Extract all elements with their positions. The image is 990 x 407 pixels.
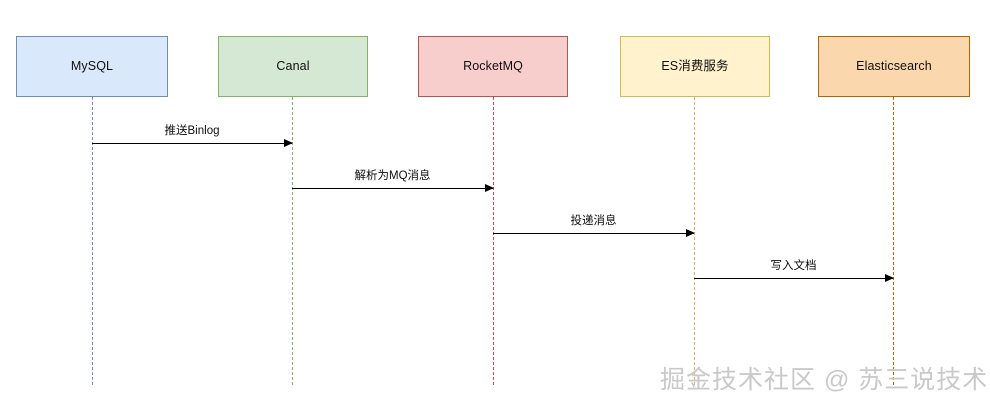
- participant-label: ES消费服务: [661, 59, 729, 73]
- arrow-head-icon: [686, 228, 695, 237]
- message-label: 推送Binlog: [164, 125, 220, 138]
- message-arrow-line: [694, 278, 893, 279]
- participant-label: MySQL: [70, 59, 114, 73]
- lifeline-canal: [292, 97, 293, 385]
- message-arrow-line: [292, 188, 493, 189]
- participant-elasticsearch[interactable]: Elasticsearch: [818, 36, 970, 97]
- lifeline-rocketmq: [493, 97, 494, 385]
- lifeline-elasticsearch: [893, 97, 894, 385]
- watermark: 掘金技术社区 @ 苏三说技术: [660, 366, 989, 394]
- participant-label: Canal: [276, 59, 310, 73]
- message-arrow-line: [493, 233, 694, 234]
- lifeline-es-consumer: [694, 97, 695, 385]
- message-label: 投递消息: [570, 215, 617, 228]
- participant-rocketmq[interactable]: RocketMQ: [418, 36, 568, 97]
- participant-canal[interactable]: Canal: [218, 36, 368, 97]
- participant-label: Elasticsearch: [856, 59, 932, 73]
- arrow-head-icon: [284, 138, 293, 147]
- message-label: 解析为MQ消息: [354, 170, 431, 183]
- message-label: 写入文档: [770, 260, 817, 273]
- message-arrow-line: [92, 143, 292, 144]
- participant-mysql[interactable]: MySQL: [16, 36, 168, 97]
- participant-label: RocketMQ: [463, 59, 523, 73]
- lifeline-mysql: [92, 97, 93, 385]
- arrow-head-icon: [885, 273, 894, 282]
- arrow-head-icon: [485, 183, 494, 192]
- participant-es-consumer[interactable]: ES消费服务: [620, 36, 770, 97]
